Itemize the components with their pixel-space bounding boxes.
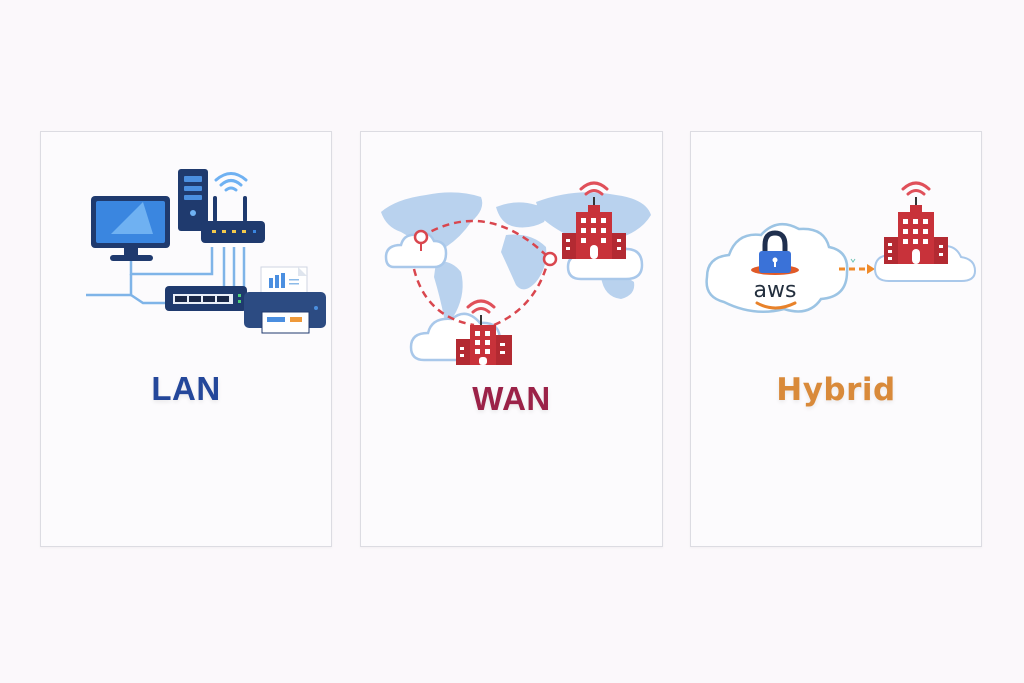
location-pin-icon bbox=[413, 229, 558, 267]
server-tower-icon bbox=[178, 169, 208, 231]
hybrid-card: aws bbox=[690, 131, 982, 547]
lan-title: LAN bbox=[151, 370, 221, 407]
aws-logo-icon: aws bbox=[754, 278, 797, 303]
hybrid-title: Hybrid bbox=[776, 372, 896, 408]
lan-card: LAN bbox=[40, 131, 332, 547]
lan-network-illustration bbox=[86, 169, 326, 334]
wifi-signal-icon bbox=[214, 172, 248, 192]
arrow-right-icon bbox=[839, 258, 875, 274]
network-switch-icon bbox=[165, 286, 247, 311]
wifi-router-icon bbox=[201, 196, 265, 243]
wireless-signal-icon bbox=[466, 299, 496, 314]
hybrid-network-illustration: aws bbox=[705, 181, 977, 314]
wan-card: WAN bbox=[360, 131, 663, 547]
office-building-icon bbox=[562, 181, 626, 259]
padlock-icon bbox=[751, 230, 799, 275]
ethernet-cables bbox=[86, 247, 246, 305]
world-map-icon bbox=[381, 192, 651, 321]
office-building-icon bbox=[456, 299, 512, 365]
office-building-icon bbox=[884, 181, 948, 264]
wan-network-illustration bbox=[381, 181, 651, 365]
monitor-icon bbox=[91, 196, 170, 261]
wan-connection-lines bbox=[412, 219, 550, 327]
aws-smile-icon bbox=[755, 301, 797, 310]
wireless-signal-icon bbox=[579, 181, 609, 196]
printer-icon bbox=[244, 266, 326, 334]
wan-title: WAN bbox=[472, 380, 551, 417]
wireless-signal-icon bbox=[901, 181, 931, 196]
